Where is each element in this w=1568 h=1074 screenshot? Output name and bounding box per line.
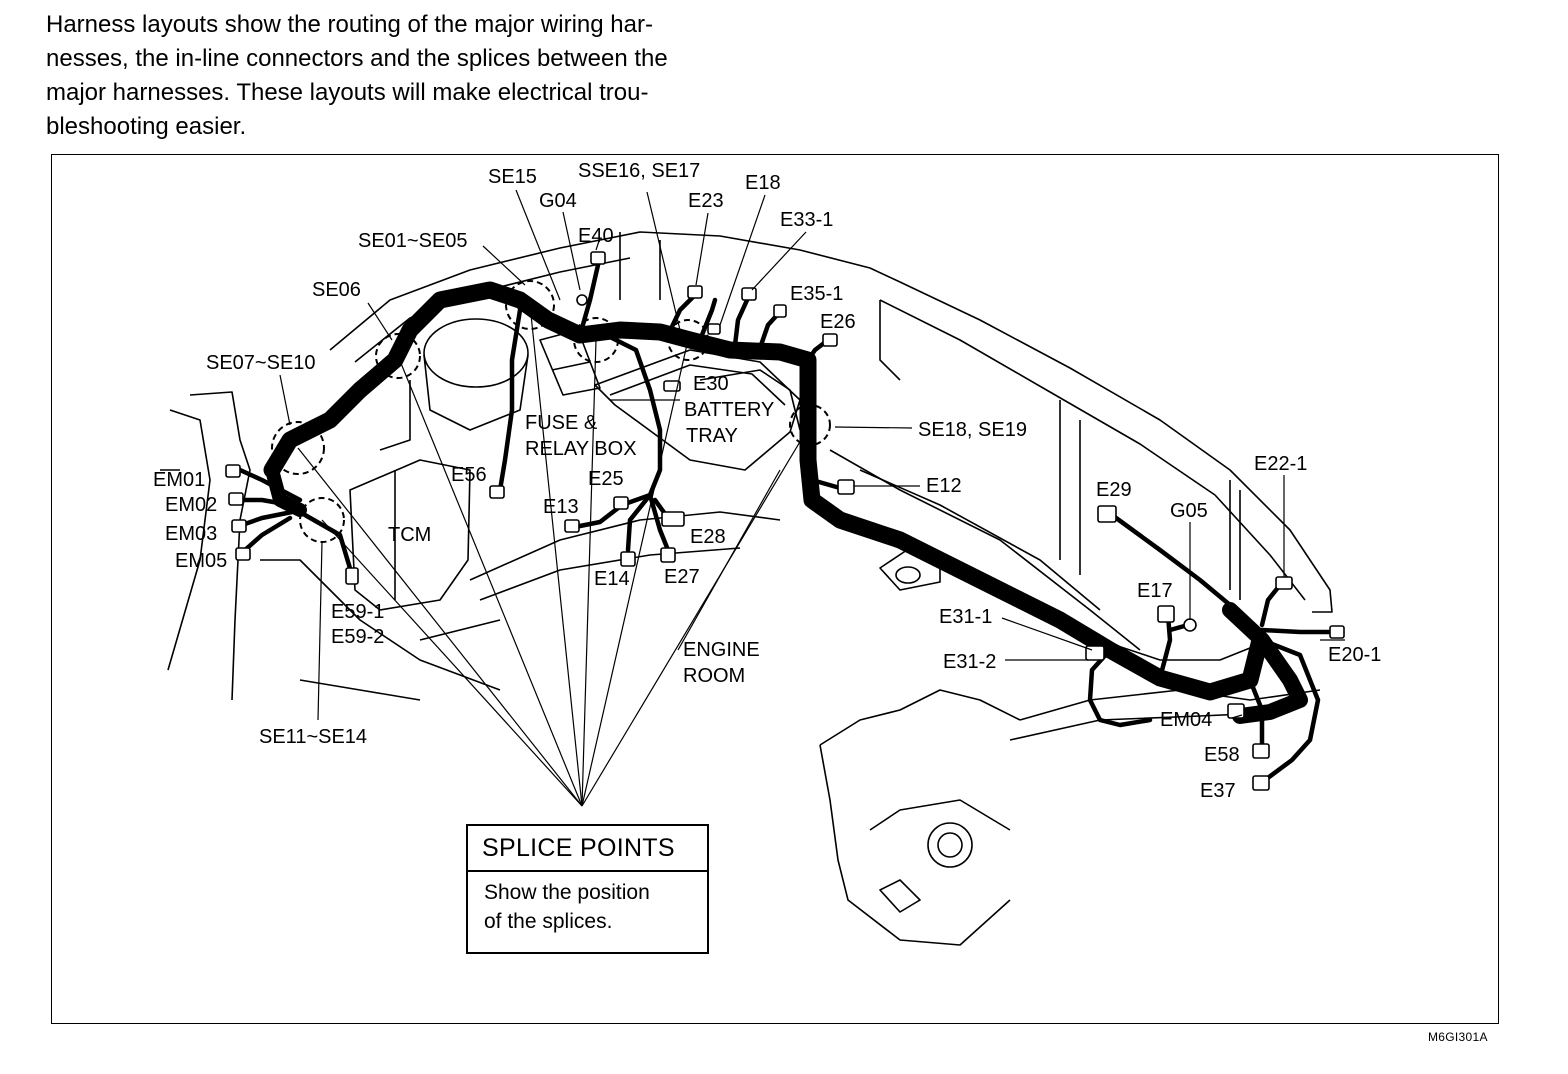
connector-e14: [620, 551, 636, 567]
connector-em02: [228, 492, 244, 506]
label-e17: E17: [1137, 580, 1173, 602]
connector-g04: [576, 294, 588, 306]
connectors: [225, 251, 1345, 791]
label-e18: E18: [745, 172, 781, 194]
label-se06: SE06: [312, 279, 361, 301]
leader-lines: [279, 189, 1345, 807]
splice-points-description: Show the position of the splices.: [484, 881, 650, 933]
label-e35-1: E35-1: [790, 283, 843, 305]
connector-e25: [613, 496, 629, 510]
connector-e37: [1252, 775, 1270, 791]
splice-circle-se07: [271, 421, 325, 475]
connector-e30: [663, 380, 681, 392]
label-em05: EM05: [175, 550, 227, 572]
label-tray: TRAY: [686, 425, 738, 447]
diagram-frame: [51, 154, 1499, 1024]
splice-points-title: SPLICE POINTS: [468, 826, 707, 872]
connector-e59: [345, 567, 359, 585]
label-e37: E37: [1200, 780, 1236, 802]
connector-e26: [822, 333, 838, 347]
label-se18: SE18, SE19: [918, 419, 1027, 441]
label-g05: G05: [1170, 500, 1208, 522]
connector-e29: [1097, 505, 1117, 523]
connector-e31: [1085, 645, 1105, 661]
connector-e18: [707, 323, 721, 335]
connector-em01: [225, 464, 241, 478]
label-e58: E58: [1204, 744, 1240, 766]
label-se11: SE11~SE14: [259, 726, 367, 748]
label-em01: EM01: [153, 469, 205, 491]
intro-paragraph: Harness layouts show the routing of the …: [46, 11, 668, 140]
label-em04: EM04: [1160, 709, 1212, 731]
label-relay: RELAY BOX: [525, 438, 637, 460]
connector-e35: [773, 304, 787, 318]
label-e27: E27: [664, 566, 700, 588]
diagram-labels: SE15 SSE16, SE17 E18 G04 E23 E33-1 SE01~…: [153, 160, 1381, 802]
label-e59-1: E59-1: [331, 601, 384, 623]
label-e29: E29: [1096, 479, 1132, 501]
connector-em05: [235, 547, 251, 561]
label-g04: G04: [539, 190, 577, 212]
label-e59-2: E59-2: [331, 626, 384, 648]
connector-e56: [489, 485, 505, 499]
connector-e40: [590, 251, 606, 265]
label-sse16: SSE16, SE17: [578, 160, 700, 182]
label-e30: E30: [693, 373, 729, 395]
connector-e27: [660, 547, 676, 563]
label-e20-1: E20-1: [1328, 644, 1381, 666]
connector-e28: [661, 511, 685, 527]
label-e14: E14: [594, 568, 630, 590]
label-e23: E23: [688, 190, 724, 212]
connector-em03: [231, 519, 247, 533]
connector-g05: [1183, 618, 1197, 632]
splice-circle-se06: [375, 333, 421, 379]
label-e33-1: E33-1: [780, 209, 833, 231]
label-e26: E26: [820, 311, 856, 333]
connector-e22: [1275, 576, 1293, 590]
connector-e20: [1329, 625, 1345, 639]
label-e40: E40: [578, 225, 614, 247]
connector-e23: [687, 285, 703, 299]
label-e22-1: E22-1: [1254, 453, 1307, 475]
splice-points-box: SPLICE POINTS Show the position of the s…: [466, 824, 709, 954]
label-fuse: FUSE &: [525, 412, 598, 434]
connector-em04: [1227, 703, 1245, 719]
label-tcm: TCM: [388, 524, 431, 546]
splice-circle-se01: [505, 280, 555, 330]
label-e28: E28: [690, 526, 726, 548]
label-battery: BATTERY: [684, 399, 774, 421]
label-e13: E13: [543, 496, 579, 518]
connector-e58: [1252, 743, 1270, 759]
figure-code: M6GI301A: [1428, 1030, 1488, 1044]
connector-e17: [1157, 605, 1175, 623]
body-structure: [160, 231, 1333, 946]
label-e12: E12: [926, 475, 962, 497]
splice-circle-se18: [789, 404, 831, 446]
main-harness: [263, 281, 1308, 724]
label-e25: E25: [588, 468, 624, 490]
label-engine: ENGINE: [683, 639, 760, 661]
label-em03: EM03: [165, 523, 217, 545]
branch-wires: [237, 262, 1335, 783]
label-se01: SE01~SE05: [358, 230, 468, 252]
label-e31-2: E31-2: [943, 651, 996, 673]
label-room: ROOM: [683, 665, 745, 687]
label-e56: E56: [451, 464, 487, 486]
connector-e13: [564, 519, 580, 533]
label-em02: EM02: [165, 494, 217, 516]
connector-e33: [741, 287, 757, 301]
splice-circle-sse16: [667, 319, 709, 361]
label-se15: SE15: [488, 166, 537, 188]
splice-circle-se15: [573, 317, 619, 363]
label-e31-1: E31-1: [939, 606, 992, 628]
connector-e12: [837, 479, 855, 495]
label-se07: SE07~SE10: [206, 352, 316, 374]
